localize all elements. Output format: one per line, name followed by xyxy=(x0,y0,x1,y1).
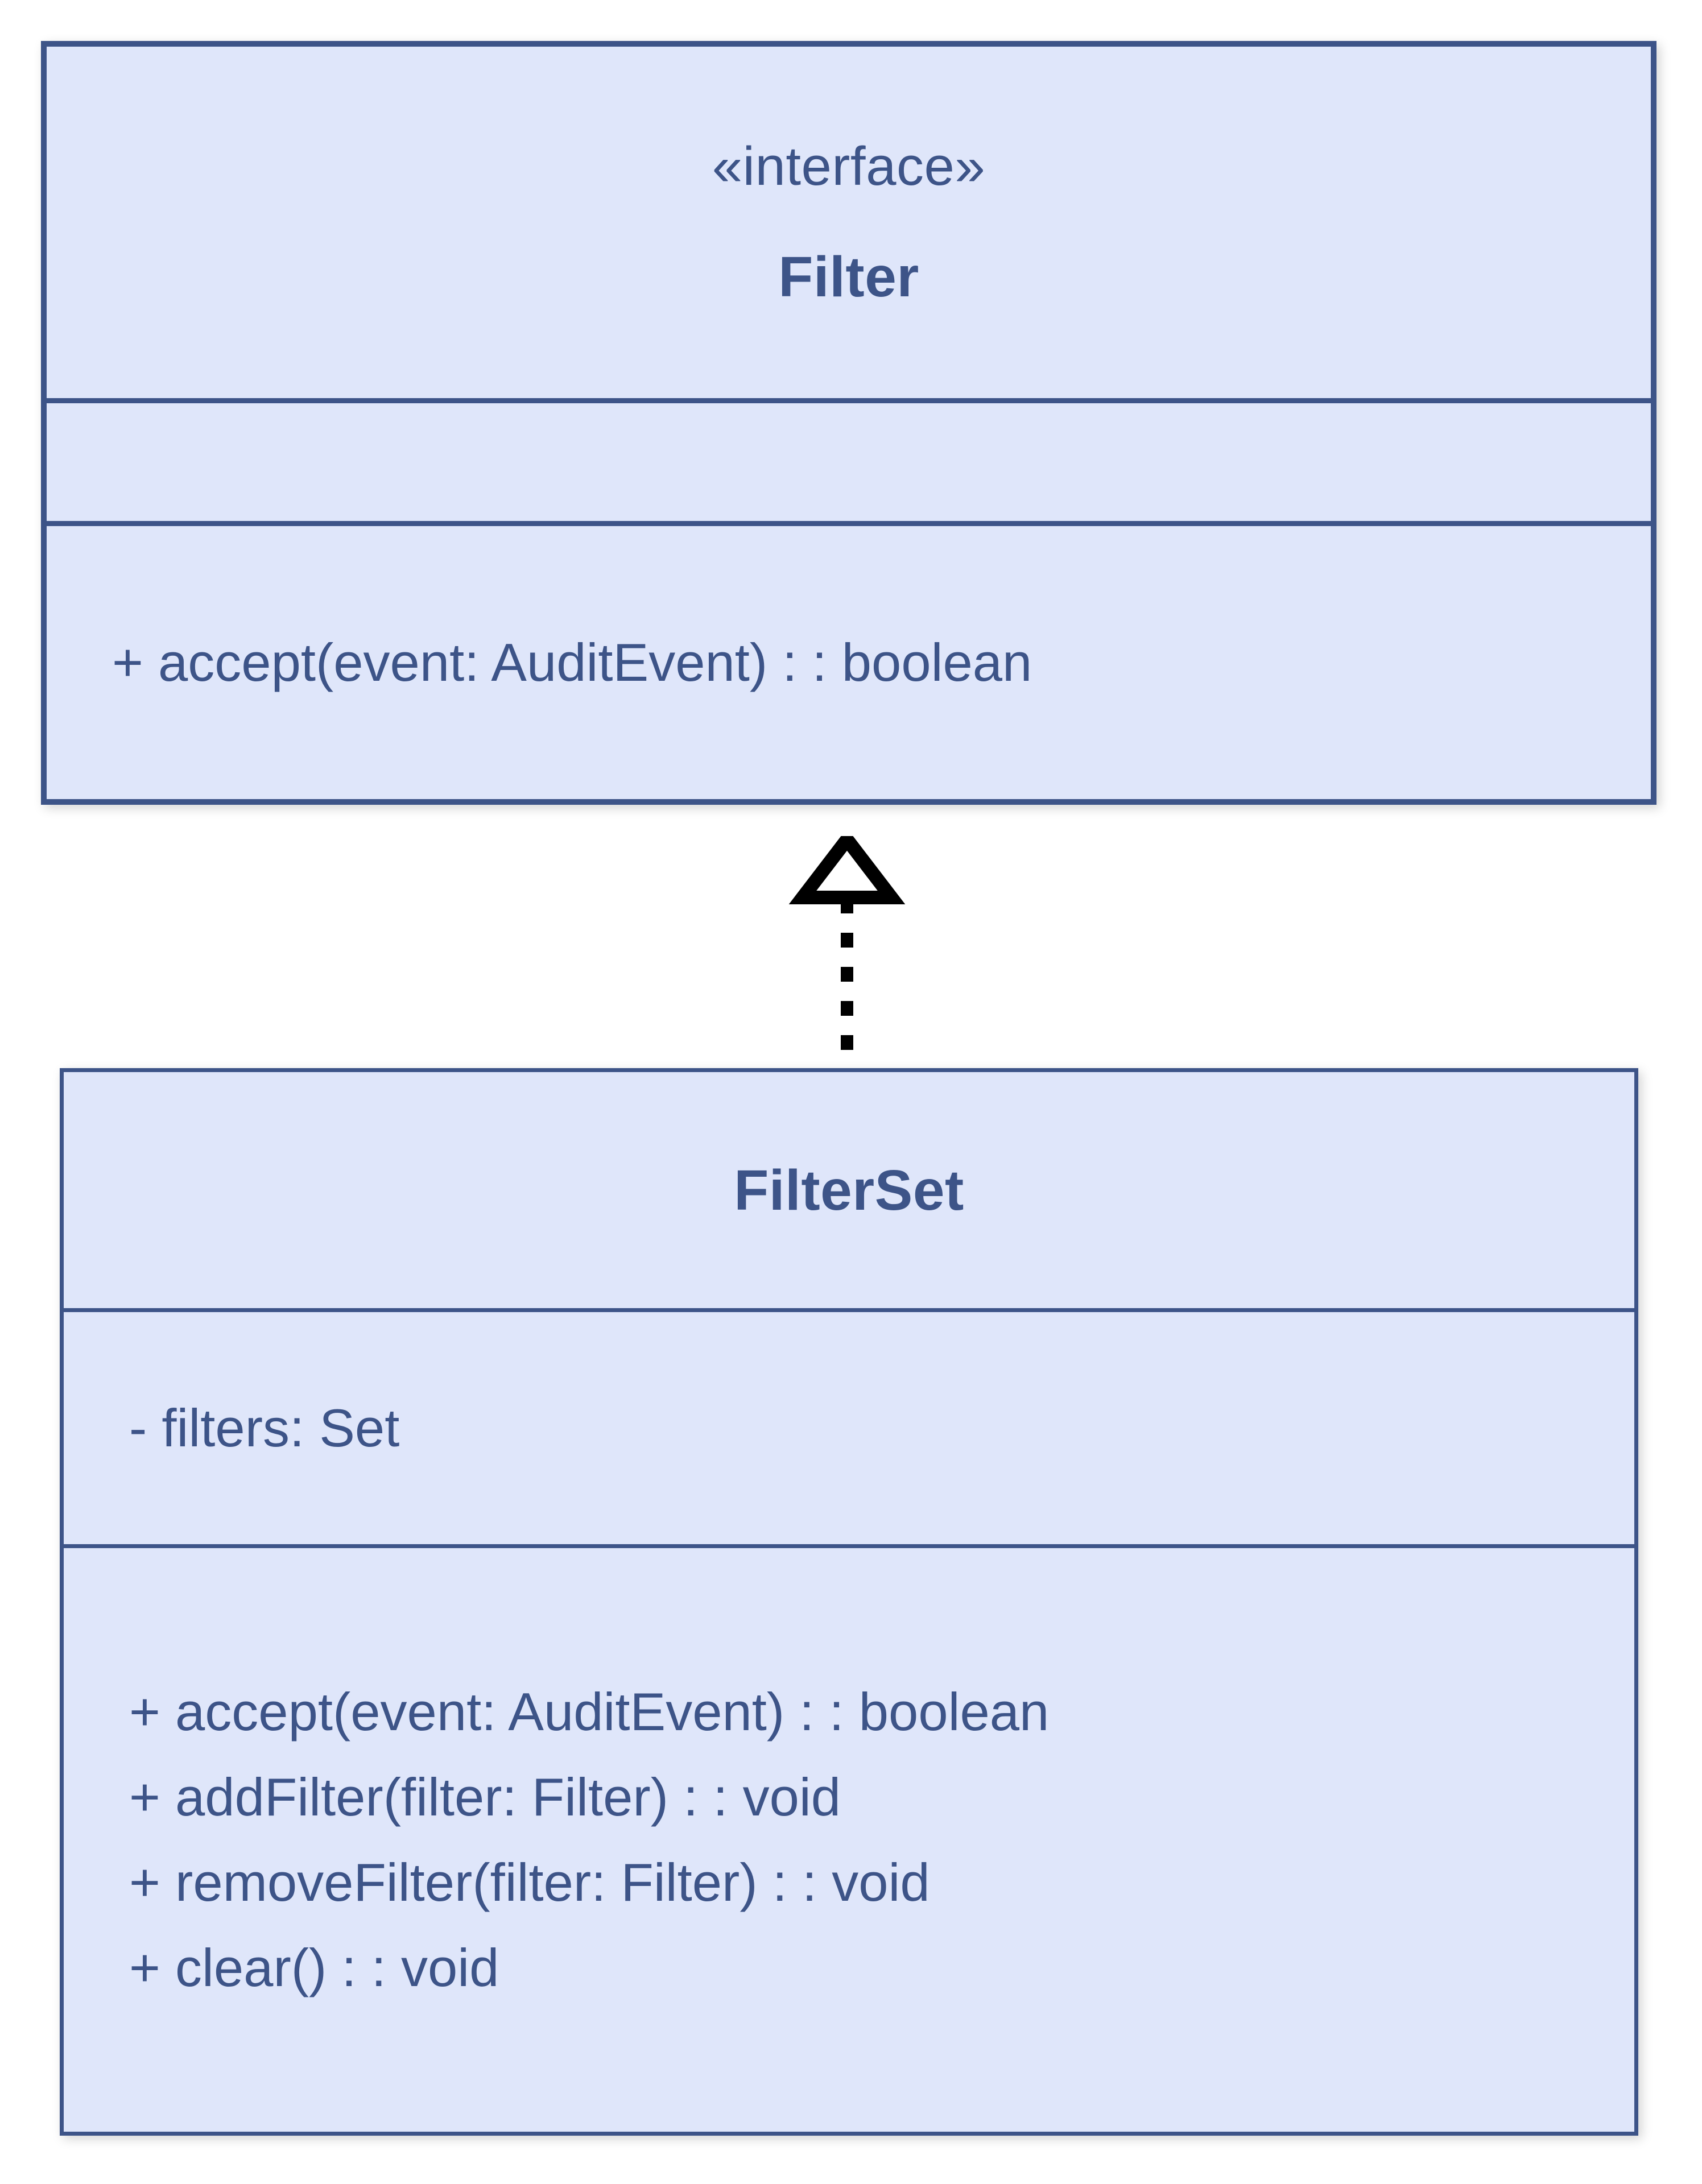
attributes-compartment-filterset: - filters: Set xyxy=(64,1308,1634,1544)
operation-item: + accept(event: AuditEvent) : : boolean xyxy=(112,632,1032,693)
stereotype-label-interface: «interface» xyxy=(712,136,986,197)
operations-compartment-filterset: + accept(event: AuditEvent) : : boolean … xyxy=(64,1544,1634,2132)
operation-item: + clear() : : void xyxy=(129,1937,499,1997)
class-header-filterset: FilterSet xyxy=(64,1072,1634,1308)
operations-compartment-filter: + accept(event: AuditEvent) : : boolean xyxy=(47,521,1651,799)
class-box-filter[interactable]: «interface» Filter + accept(event: Audit… xyxy=(41,41,1656,805)
realization-connector-filterset-to-filter xyxy=(785,836,910,1075)
operation-item: + addFilter(filter: Filter) : : void xyxy=(129,1767,841,1827)
class-box-filterset[interactable]: FilterSet - filters: Set + accept(event:… xyxy=(60,1068,1638,2136)
class-header-filter: «interface» Filter xyxy=(47,47,1651,398)
attributes-compartment-filter xyxy=(47,398,1651,521)
hollow-triangle-arrowhead xyxy=(788,836,906,904)
operation-item: + removeFilter(filter: Filter) : : void xyxy=(129,1852,930,1912)
class-name-filterset: FilterSet xyxy=(734,1158,964,1222)
class-name-filter: Filter xyxy=(778,245,919,309)
attribute-item: - filters: Set xyxy=(129,1398,400,1458)
operation-item: + accept(event: AuditEvent) : : boolean xyxy=(129,1682,1050,1742)
